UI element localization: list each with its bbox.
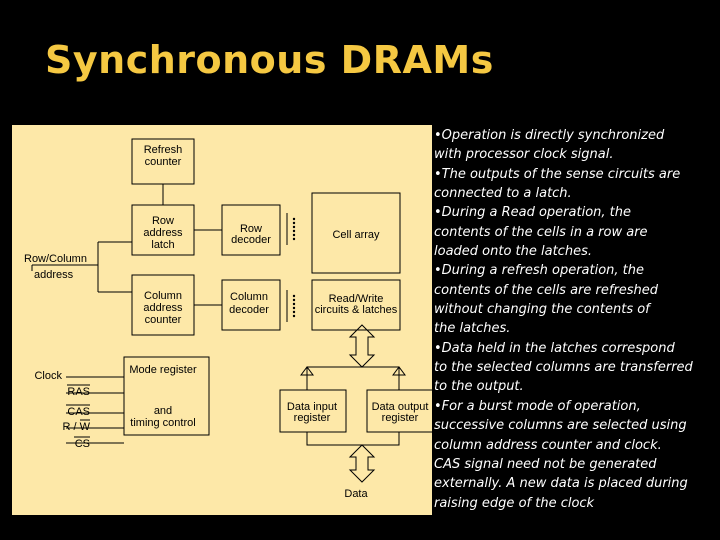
bullet-line: with processor clock signal. <box>434 147 614 163</box>
bullet-line: •Data held in the latches correspond <box>434 340 675 356</box>
data-bus-arrow <box>348 444 376 483</box>
column-decoder-label-2: decoder <box>229 304 269 316</box>
diagram-panel: Refresh counter Row address latch Row de… <box>12 125 434 515</box>
output-link-arrowhead <box>392 366 406 376</box>
column-decoder-label-1: Column <box>230 291 268 303</box>
bullet-line: •The outputs of the sense circuits are <box>434 166 681 182</box>
row-column-address-label-2: address <box>34 269 74 281</box>
bullet-line: successive columns are selected using <box>434 418 687 434</box>
bullet-line: contents of the cells in a row are <box>434 224 648 240</box>
clock-signal-label: Clock <box>34 370 62 382</box>
row-address-latch-label-2: address <box>143 227 183 239</box>
bullet-line: contents of the cells are refreshed <box>434 282 659 298</box>
input-link-arrowhead <box>300 366 314 376</box>
bullet-line: CAS signal need not be generated <box>434 456 657 472</box>
bullet-line: without changing the contents of <box>434 302 650 318</box>
bullet-line: the latches. <box>434 321 511 337</box>
mode-register-label-1: Mode register <box>129 364 197 376</box>
data-input-register-label-1: Data input <box>287 401 337 413</box>
slide-title: Synchronous DRAMs <box>45 38 494 82</box>
bullet-line: raising edge of the clock <box>434 495 595 511</box>
read-write-label-1: Read/Write <box>329 293 384 305</box>
row-column-address-label-1: Row/Column <box>24 253 87 265</box>
refresh-counter-label-2: counter <box>145 156 182 168</box>
rw-bus-arrow <box>348 324 376 368</box>
cell-array-box <box>311 192 401 274</box>
cs-signal-label: CS <box>75 438 90 450</box>
read-write-circuits-box <box>311 279 401 331</box>
refresh-counter-label-1: Refresh <box>144 144 183 156</box>
data-label: Data <box>344 488 368 500</box>
sdram-block-diagram: Refresh counter Row address latch Row de… <box>24 138 434 500</box>
column-address-counter-label-3: counter <box>145 314 182 326</box>
cell-array-label: Cell array <box>332 229 380 241</box>
column-address-counter-label-2: address <box>143 302 183 314</box>
rw-signal-label: R / W <box>63 421 91 433</box>
mode-register-label-3: timing control <box>130 417 195 429</box>
data-input-register-box <box>279 389 347 433</box>
bullet-line: connected to a latch. <box>434 186 572 202</box>
bullet-list: •Operation is directly synchronized with… <box>434 126 714 513</box>
bullet-line: to the selected columns are transferred <box>434 360 693 376</box>
column-address-counter-label-1: Column <box>144 290 182 302</box>
row-address-latch-label-1: Row <box>152 215 174 227</box>
data-output-register-label-2: register <box>382 412 419 424</box>
data-output-register-label-1: Data output <box>372 401 429 413</box>
cas-signal-label: CAS <box>67 406 90 418</box>
bullet-line: •During a refresh operation, the <box>434 263 645 279</box>
bullet-line: •During a Read operation, the <box>434 205 631 221</box>
ras-signal-label: RAS <box>67 386 90 398</box>
row-address-latch-label-3: latch <box>151 239 174 251</box>
mode-register-label-2: and <box>154 405 172 417</box>
bullet-line: externally. A new data is placed during <box>434 476 688 492</box>
row-decoder-label-1: Row <box>240 223 262 235</box>
read-write-label-2: circuits & latches <box>315 304 398 316</box>
row-decoder-label-2: decoder <box>231 234 271 246</box>
data-bus-bottom-line <box>306 432 400 446</box>
bullet-line: loaded onto the latches. <box>434 244 592 260</box>
bullet-line: •Operation is directly synchronized <box>434 128 665 143</box>
mode-register-box <box>123 356 210 436</box>
bullet-line: •For a burst mode of operation, <box>434 398 641 414</box>
bullet-line: to the output. <box>434 379 524 395</box>
data-input-register-label-2: register <box>294 412 331 424</box>
bullet-line: column address counter and clock. <box>434 437 662 453</box>
